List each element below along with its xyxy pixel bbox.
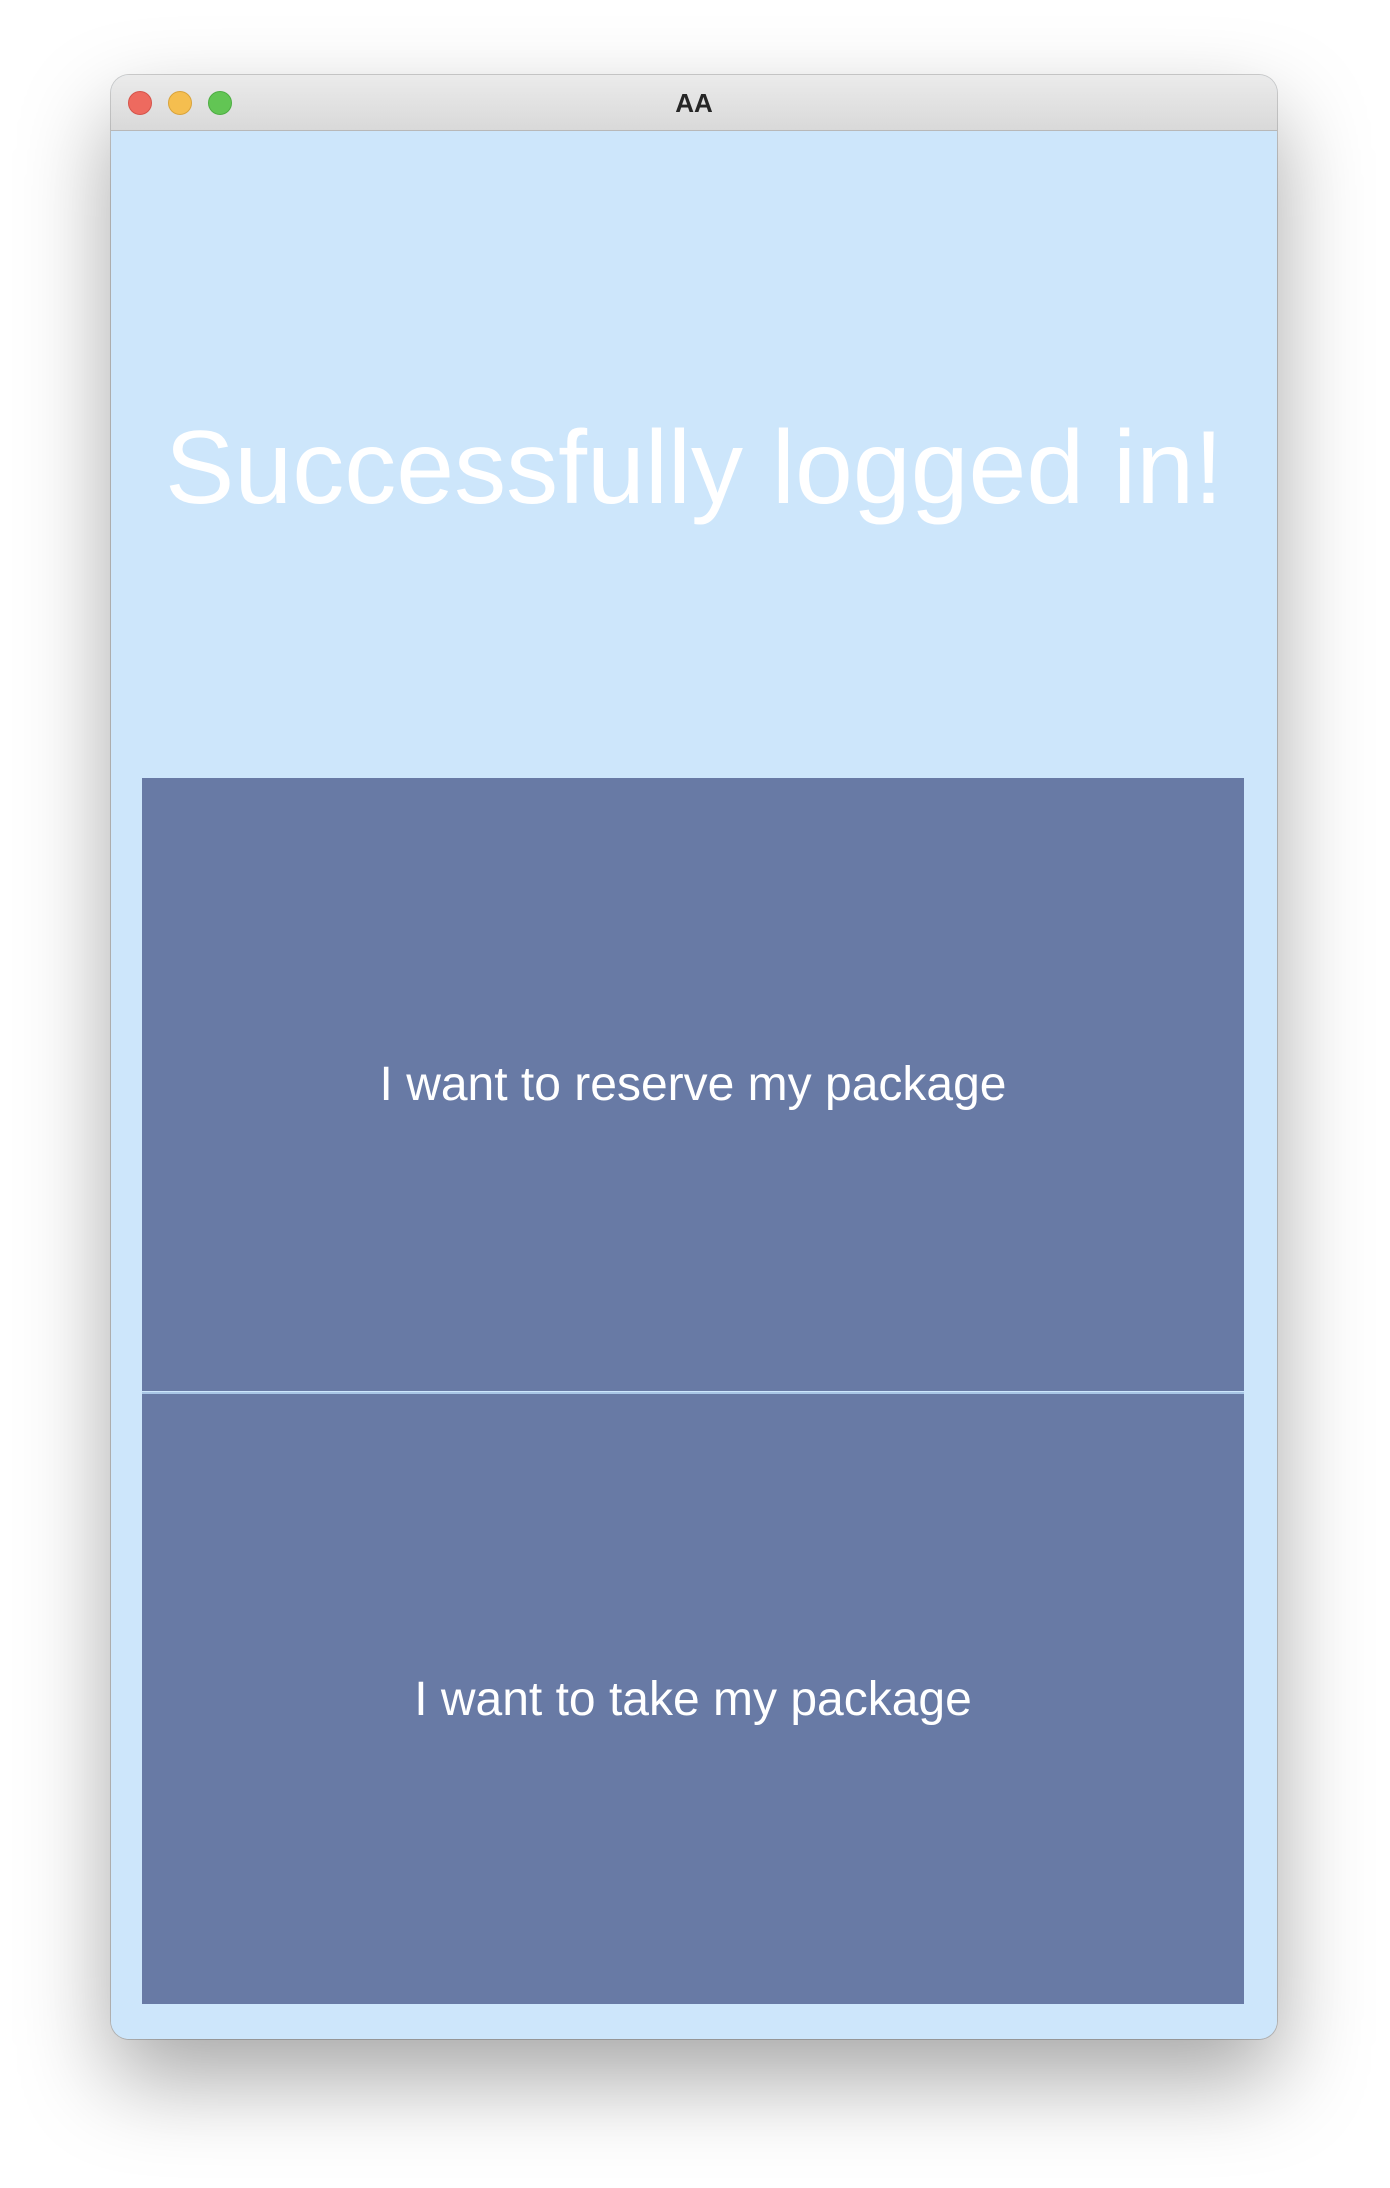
login-success-message: Successfully logged in! [165,410,1223,526]
take-package-button[interactable]: I want to take my package [142,1392,1244,2004]
reserve-package-label: I want to reserve my package [379,1058,1007,1111]
take-package-label: I want to take my package [414,1672,972,1726]
window-title: AA [675,88,713,118]
minimize-window-button[interactable] [168,91,192,115]
maximize-window-button[interactable] [208,91,232,115]
title-bar: AA [111,75,1277,131]
close-window-button[interactable] [128,91,152,115]
app-window: AA Successfully logged in! I want to res… [111,75,1277,2039]
reserve-package-button[interactable]: I want to reserve my package [142,778,1244,1391]
main-content: Successfully logged in! I want to reserv… [111,131,1277,2039]
